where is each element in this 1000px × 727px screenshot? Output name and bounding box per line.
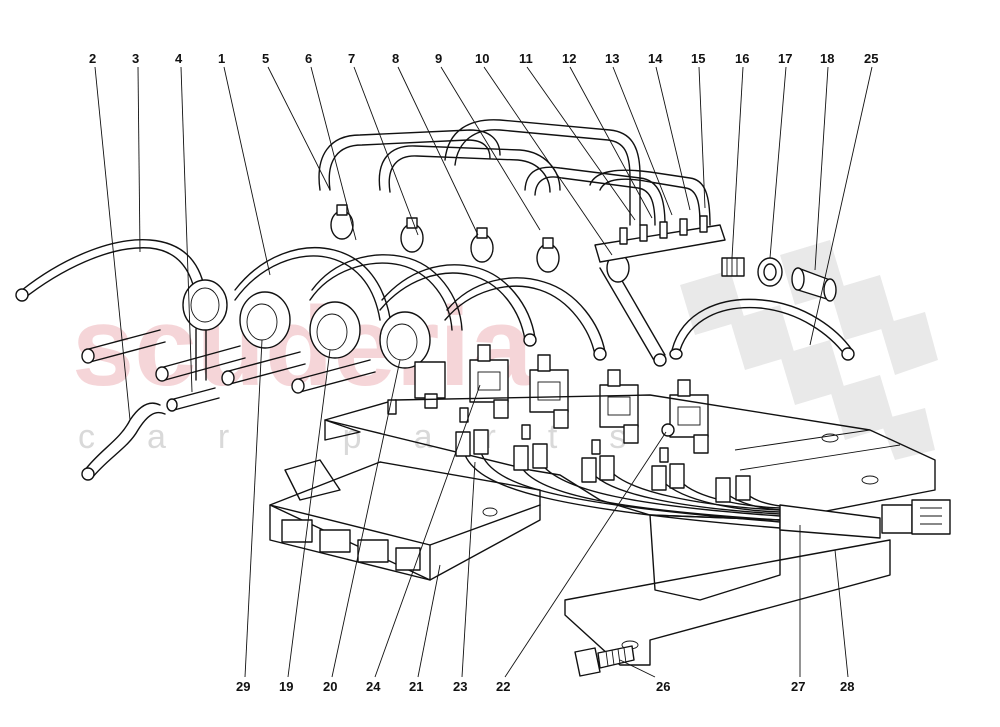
callout-label: 26 [656, 679, 670, 694]
watermark-tagline: car parts [78, 418, 678, 456]
callout-label: 8 [392, 51, 399, 66]
screw [591, 439, 601, 455]
callout-label: 15 [691, 51, 705, 66]
callout-label: 6 [305, 51, 312, 66]
canister [182, 279, 228, 331]
callout-label: 17 [778, 51, 792, 66]
solenoid-valve [529, 354, 569, 429]
solenoid-valve [669, 379, 709, 454]
leader-lines [94, 66, 873, 678]
manifold-assembly [594, 215, 837, 302]
callout-label: 13 [605, 51, 619, 66]
harness-connectors [455, 429, 751, 503]
wiring-harness [455, 429, 951, 539]
callout-label: 21 [409, 679, 423, 694]
callout-label: 28 [840, 679, 854, 694]
callout-label: 18 [820, 51, 834, 66]
callout-label: 23 [453, 679, 467, 694]
callout-label: 3 [132, 51, 139, 66]
callout-label: 12 [562, 51, 576, 66]
callout-label: 1 [218, 51, 225, 66]
check-valve [330, 204, 354, 240]
callout-label: 16 [735, 51, 749, 66]
vacuum-canisters [182, 279, 431, 369]
callout-label: 14 [648, 51, 663, 66]
callout-label: 2 [89, 51, 96, 66]
callout-label: 29 [236, 679, 250, 694]
callouts-top: 2 3 4 1 5 6 7 8 9 10 11 12 13 14 15 16 1… [89, 51, 878, 66]
callout-label: 20 [323, 679, 337, 694]
canister [379, 311, 431, 369]
solenoid-valve [414, 361, 446, 409]
callout-label: 9 [435, 51, 442, 66]
canister [239, 291, 291, 349]
callout-label: 19 [279, 679, 293, 694]
screw [459, 407, 469, 423]
solenoid-valve [599, 369, 639, 444]
control-unit [269, 459, 541, 581]
screw [661, 423, 675, 437]
check-valves [330, 204, 630, 283]
callout-label: 10 [475, 51, 489, 66]
bolt [574, 645, 635, 677]
vacuum-hoses [15, 119, 855, 481]
callout-label: 25 [864, 51, 878, 66]
callouts-bottom: 29 19 20 24 21 23 22 26 27 28 [236, 679, 854, 694]
checkered-flag-watermark [680, 240, 938, 460]
mounting-bracket [324, 394, 936, 666]
callout-label: 7 [348, 51, 355, 66]
screws [387, 399, 675, 463]
check-valve [536, 237, 560, 273]
sealing-ring [757, 257, 783, 287]
screw [659, 447, 669, 463]
callout-label: 24 [366, 679, 381, 694]
callout-label: 11 [519, 51, 533, 66]
callout-label: 22 [496, 679, 510, 694]
screw [521, 424, 531, 440]
manifold-nozzles [619, 215, 708, 245]
check-valve [470, 227, 494, 263]
callout-label: 5 [262, 51, 269, 66]
threaded-fitting [721, 257, 745, 277]
check-valve [400, 217, 424, 253]
callout-label: 27 [791, 679, 805, 694]
control-unit-connectors [281, 519, 421, 571]
screw [387, 399, 397, 415]
callout-label: 4 [175, 51, 183, 66]
harness-plug [881, 499, 951, 535]
canister [309, 301, 361, 359]
